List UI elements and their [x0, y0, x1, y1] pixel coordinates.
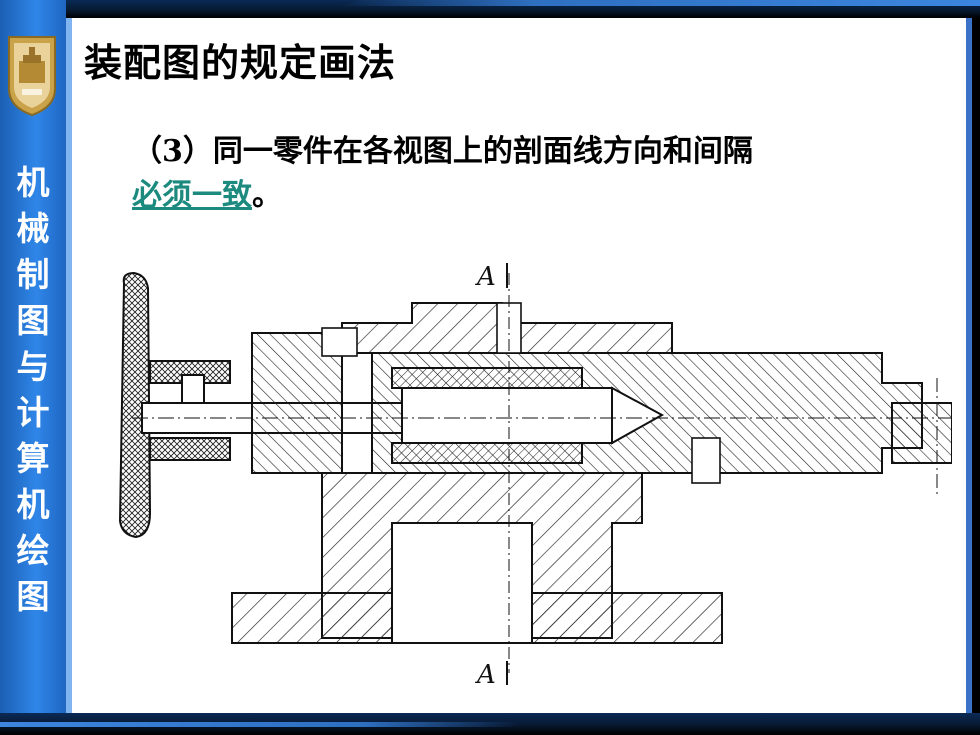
section-label-bottom: A	[475, 660, 496, 688]
bottom-stripe	[0, 722, 520, 727]
slide-title: 装配图的规定画法	[84, 40, 397, 85]
sidebar-char: 绘	[16, 531, 50, 570]
sidebar-char: 图	[16, 301, 50, 340]
sidebar-char: 计	[16, 393, 50, 432]
sidebar-char: 制	[16, 255, 50, 294]
rule-text-main: （3）同一零件在各视图上的剖面线方向和间隔	[132, 134, 753, 169]
sidebar-char: 机	[16, 163, 50, 202]
bottom-bar	[0, 713, 980, 735]
sidebar-char: 械	[16, 209, 50, 248]
screws	[321, 273, 721, 673]
sidebar-char: 图	[16, 577, 50, 616]
top-bar	[0, 0, 980, 18]
section-label-top: A	[475, 262, 496, 292]
inner-spool	[391, 367, 665, 464]
sidebar-char: 与	[16, 347, 50, 386]
handwheel	[118, 271, 231, 539]
assembly-drawing: A A	[118, 262, 952, 688]
sidebar: 机 械 制 图 与 计 算 机 绘 图	[0, 0, 66, 735]
sidebar-char: 算	[16, 439, 50, 478]
shaft-end	[132, 378, 952, 498]
slide-content: 装配图的规定画法 （3）同一零件在各视图上的剖面线方向和间隔 必须一致。	[72, 18, 972, 713]
rule-text-link[interactable]: 必须一致	[132, 178, 252, 213]
sidebar-separator	[66, 18, 72, 718]
university-logo-icon	[8, 36, 56, 117]
course-vertical-title: 机 械 制 图 与 计 算 机 绘 图	[8, 160, 58, 620]
rule-text-end: 。	[252, 178, 282, 213]
sidebar-char: 机	[16, 485, 50, 524]
rule-text: （3）同一零件在各视图上的剖面线方向和间隔 必须一致。	[132, 130, 932, 218]
top-stripe	[340, 0, 980, 6]
